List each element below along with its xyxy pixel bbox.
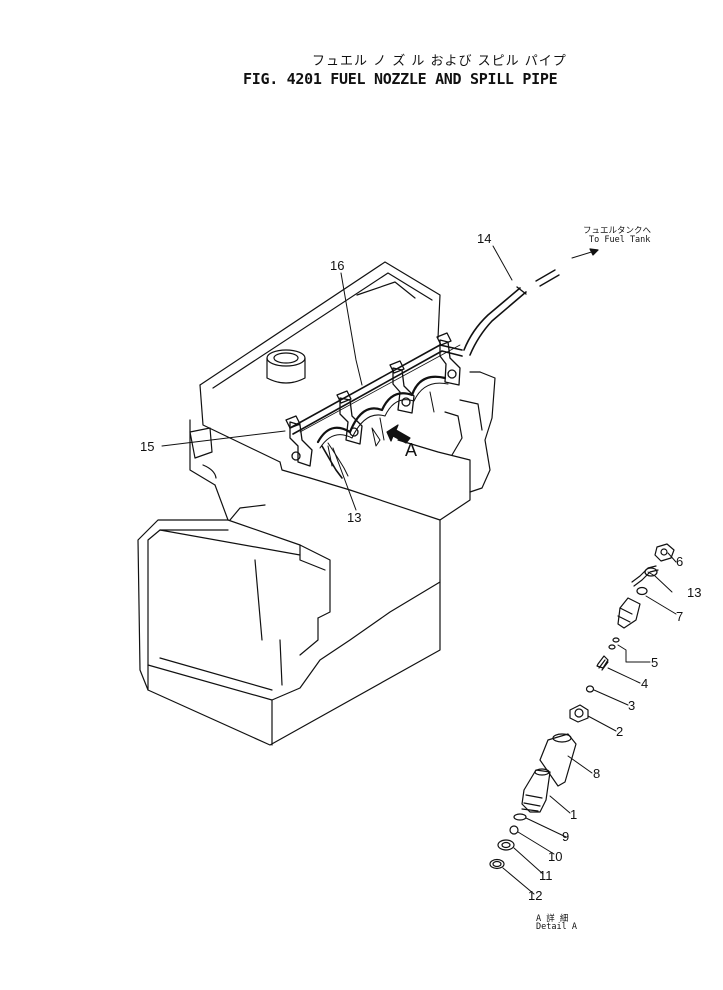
callout-labels: 14 16 15 13 A 6 13 7 5 4 3 2 8 1 9 10 11… bbox=[140, 231, 701, 903]
callout-7: 7 bbox=[676, 609, 683, 624]
callout-5: 5 bbox=[651, 655, 658, 670]
detail-label-jp: A 詳 細 bbox=[536, 914, 569, 924]
engine-block bbox=[137, 261, 496, 746]
callout-8: 8 bbox=[593, 766, 600, 781]
detail-a-exploded-view bbox=[489, 543, 675, 870]
fuel-tank-arrow bbox=[571, 248, 599, 259]
leader-lines bbox=[161, 245, 677, 895]
callout-1: 1 bbox=[570, 807, 577, 822]
callout-2: 2 bbox=[616, 724, 623, 739]
callout-15: 15 bbox=[140, 439, 154, 454]
callout-9: 9 bbox=[562, 829, 569, 844]
spill-pipe-assembly bbox=[285, 269, 560, 479]
callout-12: 12 bbox=[528, 888, 542, 903]
callout-11: 11 bbox=[539, 868, 553, 883]
callout-4: 4 bbox=[641, 676, 648, 691]
title-english: FIG. 4201 FUEL NOZZLE AND SPILL PIPE bbox=[243, 70, 558, 88]
callout-13-detail: 13 bbox=[687, 585, 701, 600]
detail-label-en: Detail A bbox=[536, 922, 577, 932]
title-japanese: フュエル ノ ズ ル および スピル パイプ bbox=[312, 54, 567, 69]
callout-10: 10 bbox=[548, 849, 562, 864]
callout-3: 3 bbox=[628, 698, 635, 713]
callout-6: 6 bbox=[676, 554, 683, 569]
view-arrow-a bbox=[386, 424, 411, 444]
callout-16: 16 bbox=[330, 258, 344, 273]
fuel-tank-label-jp: フュエルタンクへ bbox=[583, 226, 652, 236]
callout-14: 14 bbox=[477, 231, 491, 246]
callout-13-engine: 13 bbox=[347, 510, 361, 525]
view-marker-a: A bbox=[405, 440, 417, 460]
fuel-tank-label-en: To Fuel Tank bbox=[589, 235, 651, 245]
